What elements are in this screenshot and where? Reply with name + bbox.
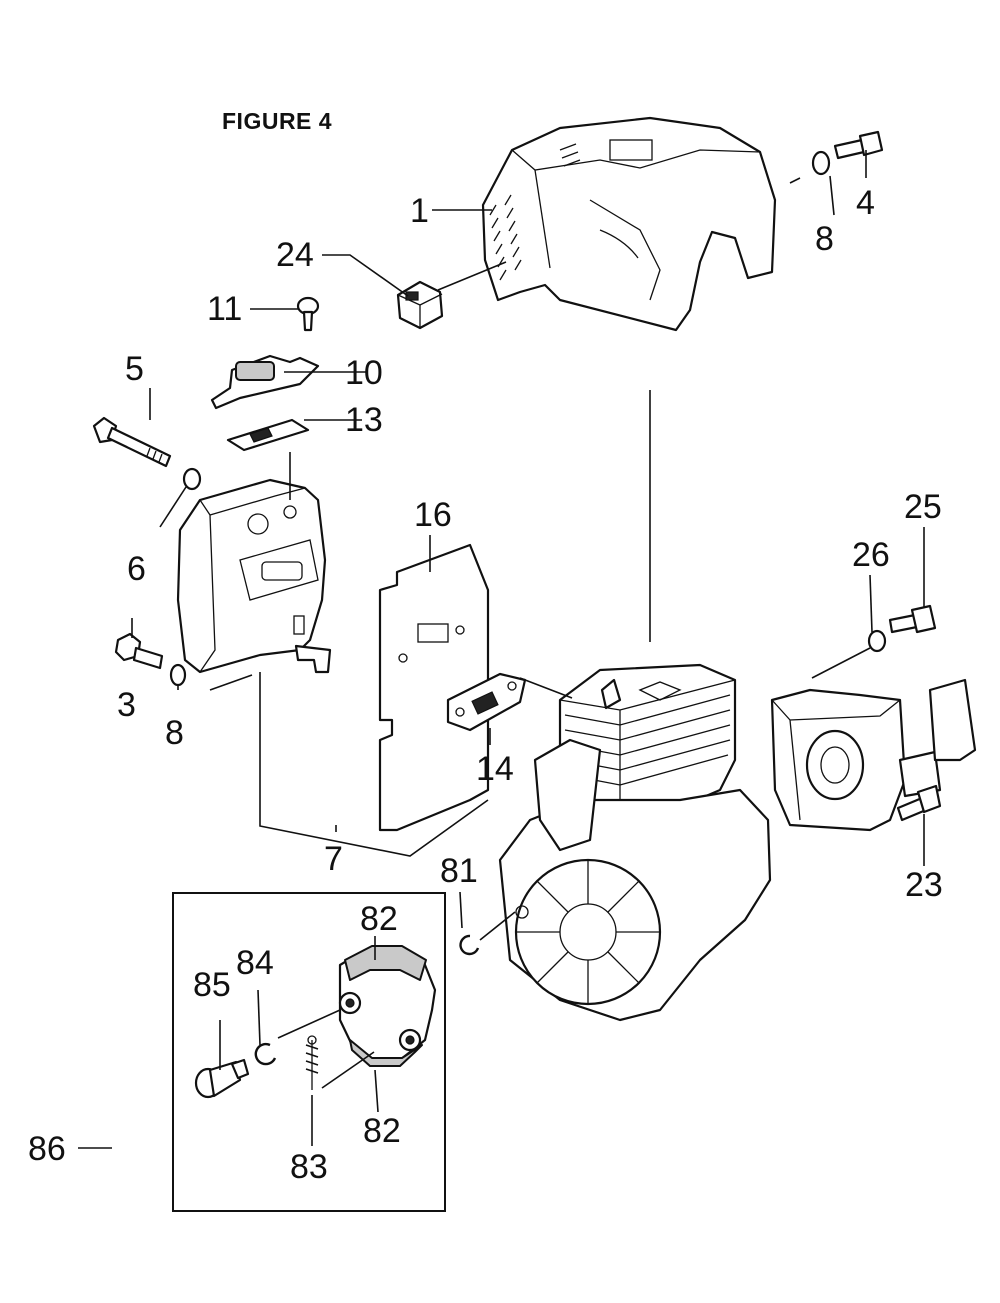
callout-8-left: 8 bbox=[165, 714, 184, 752]
spring-83 bbox=[305, 1035, 319, 1090]
washer-8-top bbox=[811, 150, 831, 176]
clip-81 bbox=[459, 934, 480, 956]
bolt-5 bbox=[92, 416, 172, 468]
bolt-23 bbox=[896, 784, 942, 822]
callout-24: 24 bbox=[276, 236, 314, 274]
callout-1: 1 bbox=[410, 192, 429, 230]
bolt-3 bbox=[114, 632, 164, 670]
callout-25: 25 bbox=[904, 488, 942, 526]
grommet bbox=[396, 280, 444, 330]
callout-84: 84 bbox=[236, 944, 274, 982]
callout-83: 83 bbox=[290, 1148, 328, 1186]
bolt-4 bbox=[833, 130, 884, 160]
clip-84 bbox=[254, 1042, 277, 1066]
clutch-shoes-82 bbox=[338, 945, 437, 1067]
callout-8-top: 8 bbox=[815, 220, 834, 258]
engine-block bbox=[498, 663, 772, 1022]
callout-85: 85 bbox=[193, 966, 231, 1004]
callout-82-bottom: 82 bbox=[363, 1112, 401, 1150]
callout-5: 5 bbox=[125, 350, 144, 388]
heat-shield-16 bbox=[378, 543, 490, 832]
leader-lines bbox=[78, 150, 925, 1149]
callout-3: 3 bbox=[117, 686, 136, 724]
callout-6: 6 bbox=[127, 550, 146, 588]
bolt-85 bbox=[194, 1058, 250, 1099]
washer-8-left bbox=[169, 663, 187, 687]
callout-16: 16 bbox=[414, 496, 452, 534]
engine-cover bbox=[481, 116, 777, 332]
callout-26: 26 bbox=[852, 536, 890, 574]
flywheel bbox=[514, 858, 662, 1006]
callout-13: 13 bbox=[345, 401, 383, 439]
screw-11 bbox=[296, 296, 320, 332]
gasket-14 bbox=[446, 672, 527, 732]
spark-cover-10 bbox=[210, 354, 320, 410]
callout-10: 10 bbox=[345, 354, 383, 392]
recoil-starter bbox=[770, 678, 977, 832]
figure-title: FIGURE 4 bbox=[222, 108, 333, 134]
muffler bbox=[176, 478, 332, 674]
washer-6 bbox=[182, 467, 202, 491]
callout-86: 86 bbox=[28, 1130, 66, 1168]
callout-23: 23 bbox=[905, 866, 943, 904]
spark-screen-13 bbox=[226, 418, 310, 452]
clutch-assembly-box bbox=[172, 892, 446, 1212]
callout-82-top: 82 bbox=[360, 900, 398, 938]
callout-81: 81 bbox=[440, 852, 478, 890]
washer-26 bbox=[867, 629, 887, 653]
bolt-25 bbox=[888, 604, 937, 634]
callout-7: 7 bbox=[324, 840, 343, 878]
callout-4: 4 bbox=[856, 184, 875, 222]
callout-11: 11 bbox=[207, 290, 243, 328]
callout-14: 14 bbox=[476, 750, 514, 788]
